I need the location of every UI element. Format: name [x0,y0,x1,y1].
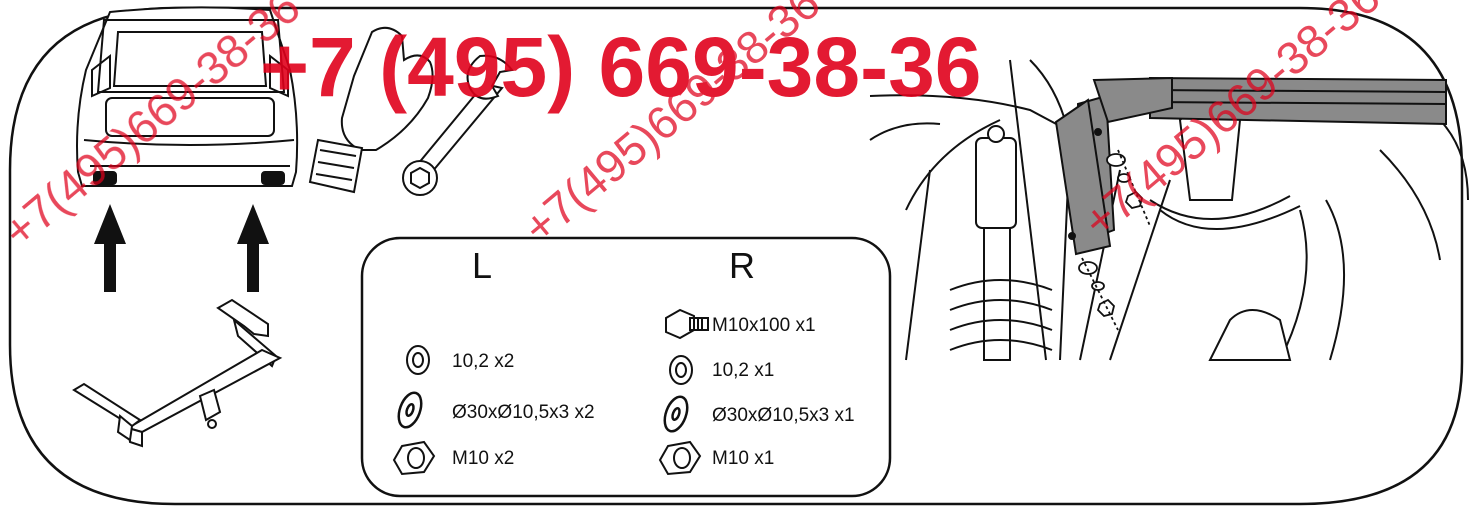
left-spring-washer-icon [406,345,430,375]
installation-detail-illustration [869,59,1469,361]
car-rear-illustration [76,6,299,187]
right-bolt-label: M10x100 x1 [712,315,816,336]
glove-icon [308,26,434,194]
wrench-icon [402,54,514,196]
right-flat-washer-label: Ø30xØ10,5x3 x1 [712,405,855,426]
parts-list-box: L R 10,2 x2 Ø30xØ10,5x3 x2 M10 x2 M10x10… [360,236,892,498]
right-hex-nut-icon [658,440,702,476]
tow-hitch-illustration [72,298,283,448]
left-flat-washer-icon [397,391,423,429]
left-side-header: L [472,245,492,286]
diagram-frame [8,6,1464,506]
right-side-header: R [729,245,755,286]
left-hex-nut-icon [392,440,436,476]
bolt-hardware-stack [1078,149,1151,331]
right-flat-washer-icon [663,395,689,433]
left-spring-washer-label: 10,2 x2 [452,351,514,372]
right-hex-nut-label: M10 x1 [712,448,774,469]
right-spring-washer-label: 10,2 x1 [712,360,774,381]
left-hex-nut-label: M10 x2 [452,448,514,469]
tow-bar-bracket [1054,76,1173,256]
left-flat-washer-label: Ø30xØ10,5x3 x2 [452,402,595,423]
right-bolt-icon [665,308,709,340]
mounting-direction-arrows [94,204,269,292]
watermark-phone-repeat-3: +7(495)669-38-36 [1073,0,1390,248]
watermark-phone-main: +7 (495) 669-38-36 [260,20,982,114]
right-spring-washer-icon [669,355,693,385]
